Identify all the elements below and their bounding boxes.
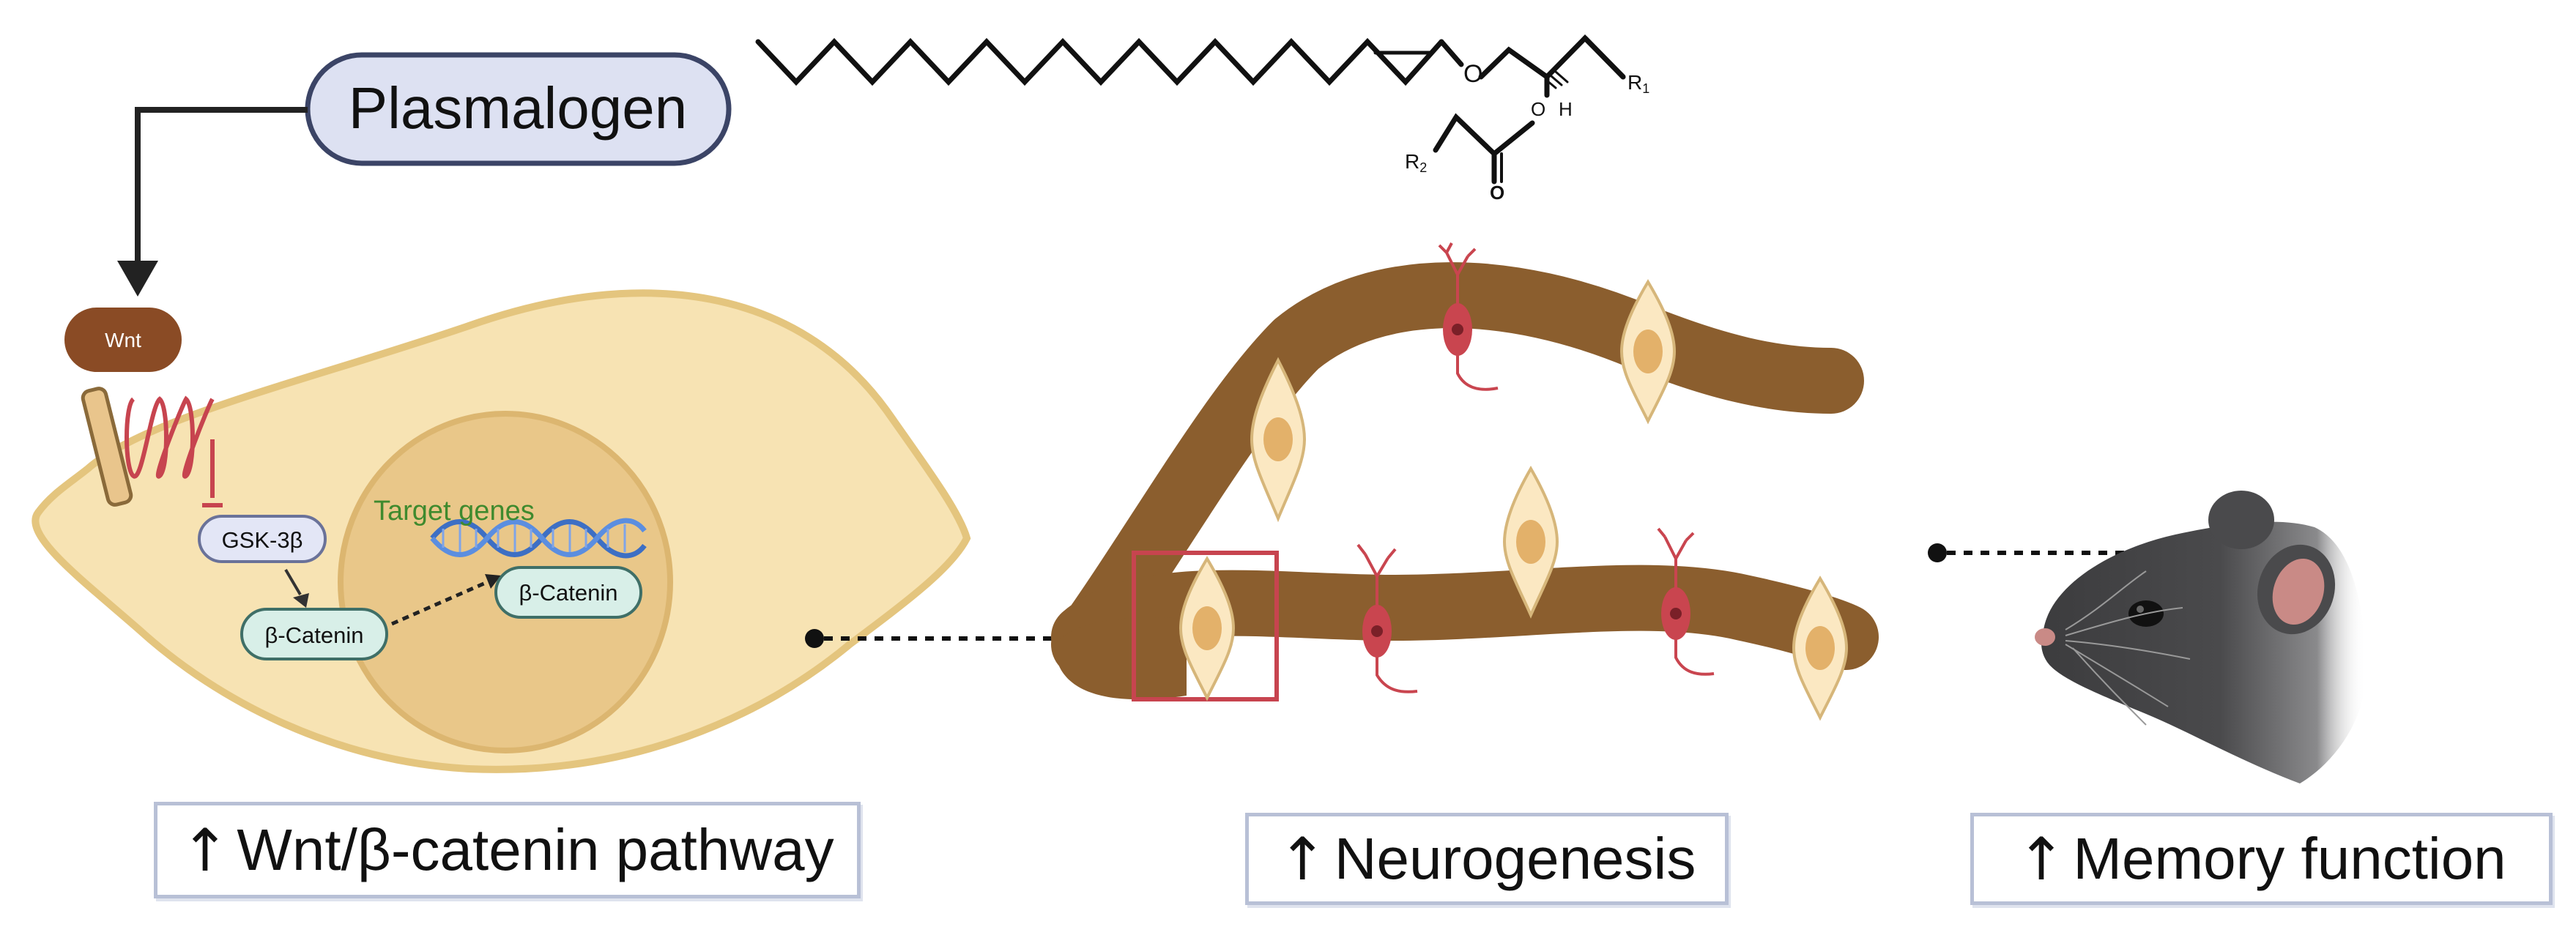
zoom-highlight-box <box>1132 551 1279 701</box>
mouse-whiskers <box>2065 570 2191 726</box>
neurogenesis-outcome-label: ↑ Neurogenesis <box>1245 813 1729 905</box>
carbonyl-oxygen-label: O <box>1490 182 1504 204</box>
ester-oxygen-label: O <box>1531 98 1545 120</box>
plasmalogen-pill: Plasmalogen <box>305 52 732 166</box>
up-arrow-icon: ↑ <box>1277 824 1327 893</box>
stem-cell <box>1502 465 1559 619</box>
up-arrow-icon: ↑ <box>180 816 230 885</box>
plasmalogen-structure <box>755 34 1626 185</box>
r2-label: R2 <box>1405 150 1427 175</box>
mouse-nose <box>2035 628 2055 646</box>
acyl-chain <box>1433 113 1535 157</box>
stem-cell <box>1619 279 1677 425</box>
beta-catenin-cytoplasm: β-Catenin <box>240 608 388 660</box>
cell-to-tissue-connector <box>805 629 1055 648</box>
neural-stem-cells <box>1178 279 1849 721</box>
memory-text: Memory function <box>2073 826 2506 891</box>
hilus-fill <box>1055 617 1187 700</box>
memory-outcome-label: ↑ Memory function <box>1970 813 2553 905</box>
ether-bond <box>1439 39 1464 67</box>
gsk3b-node: GSK-3β <box>198 515 327 563</box>
dna-helix-icon <box>430 518 647 559</box>
gsk3b-label: GSK-3β <box>222 527 303 553</box>
stem-cell-highlighted <box>1178 556 1236 701</box>
neurogenesis-text: Neurogenesis <box>1334 826 1696 891</box>
plasmalogen-label: Plasmalogen <box>349 75 688 141</box>
beta-catenin-nucleus-label: β-Catenin <box>519 580 617 606</box>
beta-catenin-nucleus: β-Catenin <box>494 566 642 619</box>
stereo-hash <box>1545 70 1569 89</box>
target-genes-label: Target genes <box>374 496 535 526</box>
mouse-icon <box>2035 491 2366 783</box>
stem-cell <box>1250 357 1307 523</box>
stem-cell <box>1792 576 1849 721</box>
hydrogen-label: H <box>1559 98 1573 120</box>
newborn-neuron <box>1356 543 1418 693</box>
wnt-label: Wnt <box>105 329 141 351</box>
cell: Target genes Wnt GSK-3β β-Catenin <box>31 289 971 773</box>
mouse-ear-inner <box>2272 559 2325 625</box>
plasmalogen-to-wnt-arrow <box>117 107 308 297</box>
r1-label: R1 <box>1627 71 1649 96</box>
gsk-to-catenin-arrow <box>284 568 309 608</box>
newborn-neuron <box>1657 527 1715 676</box>
lrp-coreceptor <box>81 387 133 507</box>
beta-catenin-cytoplasm-label: β-Catenin <box>264 622 363 648</box>
newborn-neurons <box>1356 242 1715 693</box>
frizzled-receptor <box>125 395 223 507</box>
mouse-ear-back <box>2208 491 2274 549</box>
wnt-pathway-outcome-label: ↑ Wnt/β-catenin pathway <box>154 802 861 898</box>
translocation-arrow <box>390 574 501 626</box>
wnt-pathway-text: Wnt/β-catenin pathway <box>237 817 834 882</box>
ether-oxygen-label: O <box>1463 60 1482 88</box>
dentate-gyrus <box>1051 262 1879 701</box>
wnt-ligand: Wnt <box>64 308 182 372</box>
up-arrow-icon: ↑ <box>2016 824 2066 893</box>
upper-blade <box>1051 262 1864 677</box>
newborn-neuron <box>1438 242 1499 391</box>
alkenyl-chain <box>755 37 1444 86</box>
r1-bond <box>1582 35 1626 80</box>
